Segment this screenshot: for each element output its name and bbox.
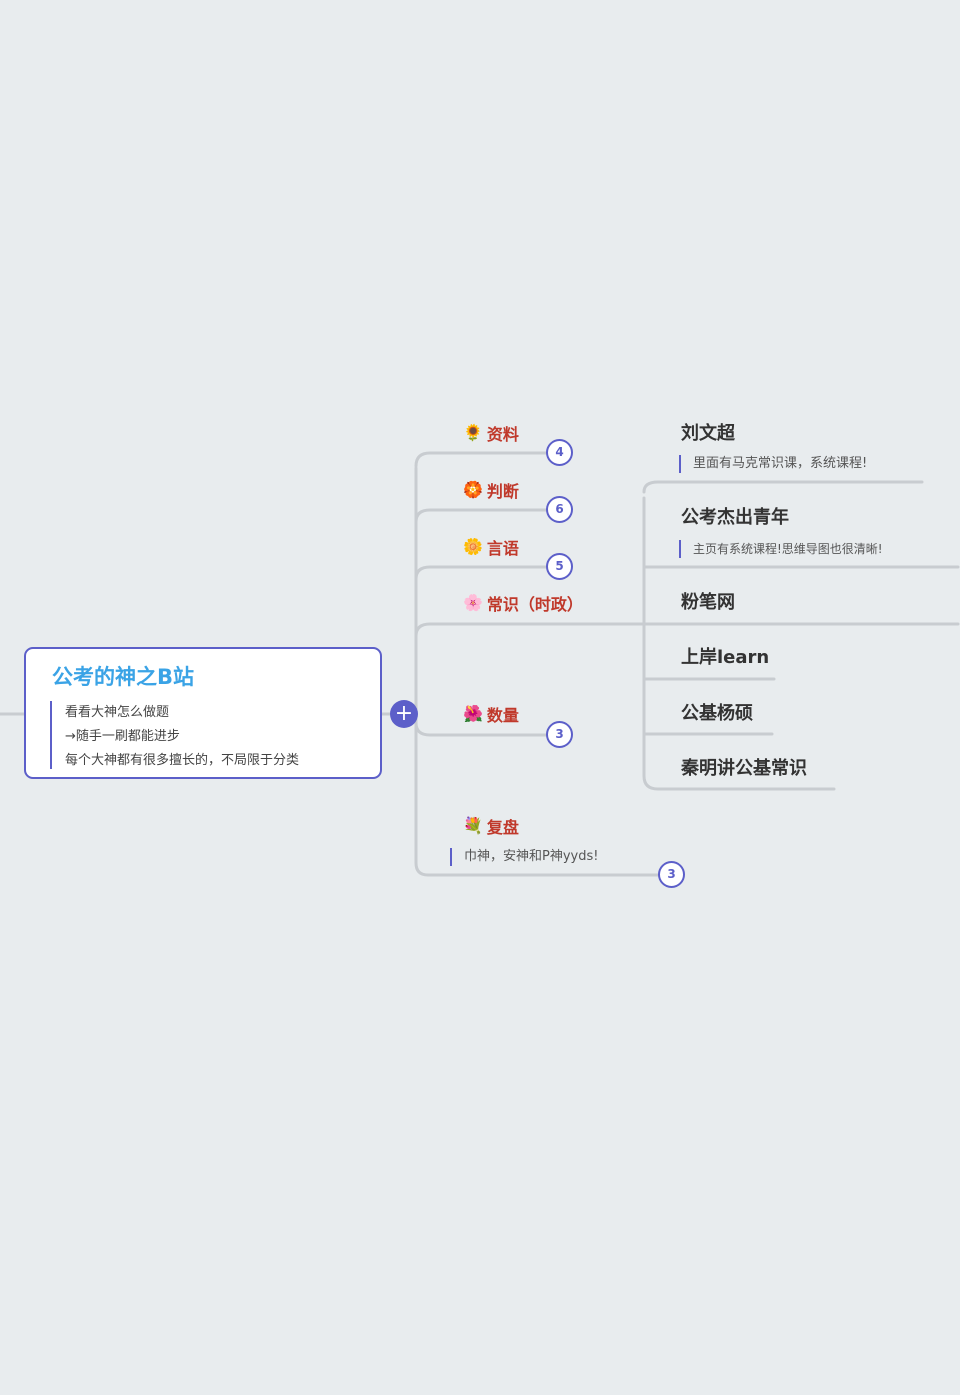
leaf-note: 主页有系统课程!思维导图也很清晰! bbox=[679, 540, 883, 558]
branch-shuliang[interactable]: 🌺 数量 bbox=[463, 702, 519, 726]
leaf-node[interactable]: 粉笔网 bbox=[681, 592, 735, 613]
leaf-node[interactable]: 秦明讲公基常识 bbox=[681, 758, 807, 779]
root-note-line: 每个大神都有很多擅长的，不局限于分类 bbox=[65, 753, 300, 768]
leaf-node[interactable]: 公考杰出青年 bbox=[681, 507, 789, 528]
branch-label: 资料 bbox=[486, 425, 519, 444]
root-node[interactable]: 公考的神之B站 看看大神怎么做题 →随手一刷都能进步 每个大神都有很多擅长的，不… bbox=[24, 647, 382, 779]
branch-panduan[interactable]: 🏵️ 判断 bbox=[463, 478, 519, 502]
branch-label: 数量 bbox=[486, 706, 519, 725]
cherry-blossom-icon: 🌸 bbox=[463, 593, 483, 612]
branch-ziliao[interactable]: 🌻 资料 bbox=[463, 421, 519, 445]
collapse-count-badge[interactable]: 4 bbox=[546, 439, 573, 466]
leaf-note: 里面有马克常识课，系统课程! bbox=[679, 455, 867, 473]
collapse-count-badge[interactable]: 6 bbox=[546, 496, 573, 523]
leaf-node[interactable]: 上岸learn bbox=[681, 647, 770, 668]
orange-flower-icon: 🏵️ bbox=[463, 480, 483, 499]
root-note-line: 看看大神怎么做题 bbox=[65, 705, 170, 720]
collapse-count-badge[interactable]: 3 bbox=[658, 861, 685, 888]
branch-label: 判断 bbox=[486, 482, 519, 501]
add-node-button[interactable]: + bbox=[390, 700, 418, 728]
collapse-count-badge[interactable]: 5 bbox=[546, 553, 573, 580]
branch-changshi[interactable]: 🌸 常识（时政） bbox=[463, 591, 583, 615]
branch-note: 巾神，安神和P神yyds! bbox=[450, 848, 598, 866]
sunflower-icon: 🌻 bbox=[463, 423, 483, 442]
bouquet-icon: 💐 bbox=[463, 816, 483, 835]
leaf-node[interactable]: 刘文超 bbox=[681, 423, 735, 444]
branch-label: 复盘 bbox=[486, 818, 519, 837]
leaf-node[interactable]: 公基杨硕 bbox=[681, 703, 753, 724]
root-title: 公考的神之B站 bbox=[52, 665, 195, 689]
hibiscus-icon: 🌺 bbox=[463, 704, 483, 723]
yellow-flower-icon: 🌼 bbox=[463, 537, 483, 556]
branch-fupan[interactable]: 💐 复盘 bbox=[463, 814, 519, 838]
branch-label: 常识（时政） bbox=[486, 595, 583, 614]
branch-yanyu[interactable]: 🌼 言语 bbox=[463, 535, 519, 559]
collapse-count-badge[interactable]: 3 bbox=[546, 721, 573, 748]
root-note-line: →随手一刷都能进步 bbox=[65, 729, 180, 744]
branch-label: 言语 bbox=[486, 539, 519, 558]
root-notes: 看看大神怎么做题 →随手一刷都能进步 每个大神都有很多擅长的，不局限于分类 bbox=[50, 701, 299, 769]
